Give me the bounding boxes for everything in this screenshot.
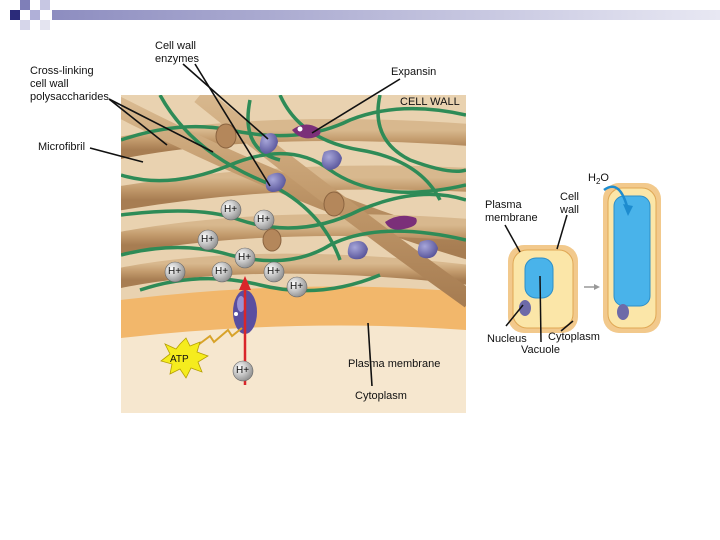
h-ion-label: H+	[224, 204, 238, 215]
h-ion-label: H+	[238, 252, 252, 263]
label-cross-linking: Cross-linking cell wall polysaccharides	[30, 65, 109, 103]
label-plasma-membrane-bottom: Plasma membrane	[348, 358, 441, 370]
label-cell-wall-caps: CELL WALL	[400, 96, 460, 108]
cell-wall-panel	[121, 95, 466, 413]
growth-arrow	[584, 284, 600, 290]
label-cell-wall-enzymes: Cell wall enzymes	[155, 40, 200, 65]
label-h2o: H2O	[588, 172, 609, 187]
label-cytoplasm-bottom: Cytoplasm	[355, 390, 407, 402]
energy-icon	[197, 327, 243, 346]
label-nucleus: Nucleus	[487, 333, 527, 345]
label-microfibril: Microfibril	[38, 141, 86, 153]
atp-starburst	[160, 337, 209, 379]
label-vacuole: Vacuole	[521, 344, 560, 356]
expansin-protein	[292, 124, 417, 230]
leader-lines	[89, 63, 401, 387]
plasma-membrane-band	[121, 286, 466, 338]
h-ion-label: H+	[290, 281, 304, 292]
h-ion-label: H+	[201, 234, 215, 245]
h-ion-label: H+	[215, 266, 229, 277]
label-plasma-membrane-right: Plasma membrane	[485, 199, 538, 224]
h-ions	[164, 199, 308, 382]
cell-before	[508, 245, 578, 333]
h-ion-label: H+	[257, 214, 271, 225]
label-atp: ATP	[170, 354, 189, 365]
fibril-knots	[215, 123, 345, 252]
h-ion-label: H+	[168, 266, 182, 277]
label-cell-wall-right: Cell wall	[560, 191, 579, 216]
label-cytoplasm-right: Cytoplasm	[548, 331, 600, 343]
label-expansin: Expansin	[391, 66, 437, 78]
h-ion-label: H+	[236, 365, 250, 376]
right-leader-lines	[504, 214, 574, 343]
enzymes	[259, 133, 438, 260]
h-ion-label: H+	[267, 266, 281, 277]
cell-after	[603, 183, 661, 333]
